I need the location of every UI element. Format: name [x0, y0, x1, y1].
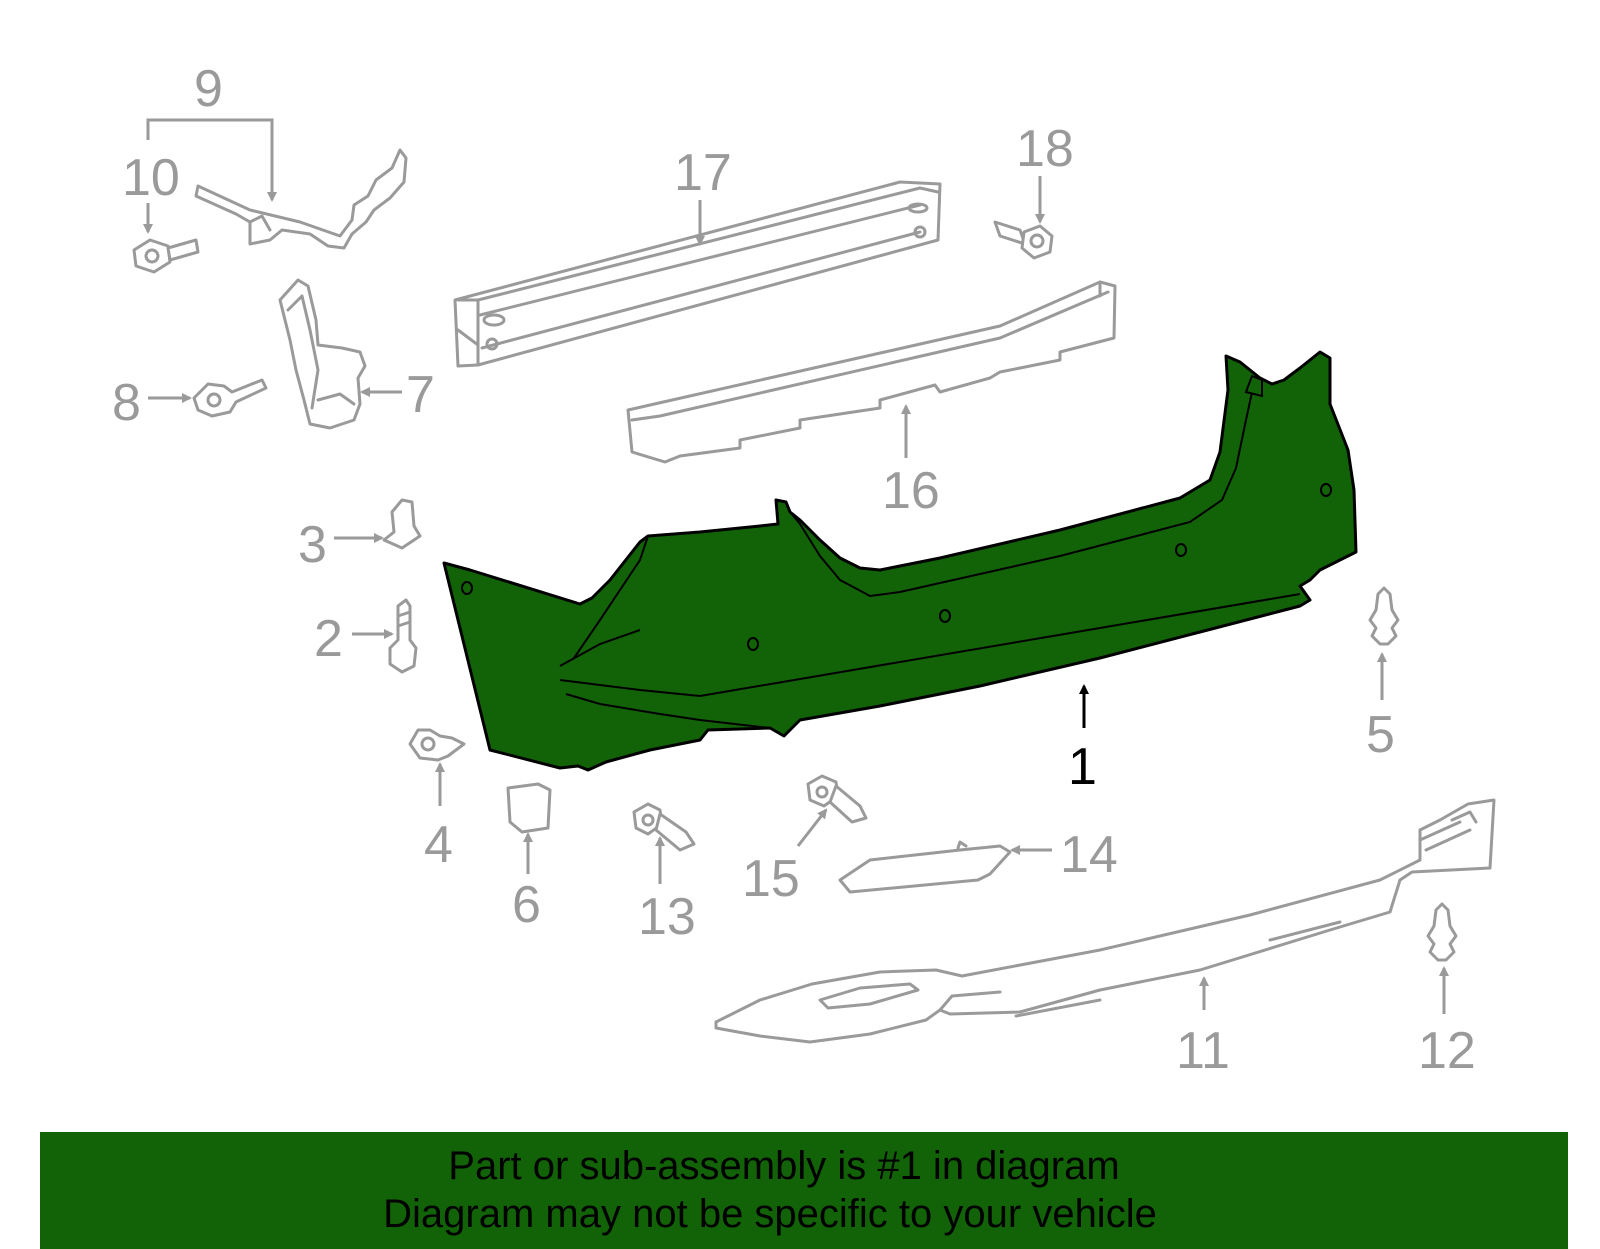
- reinforcement-beam-part: [453, 180, 942, 368]
- callout-17: 17: [674, 144, 732, 202]
- bracket-9-part: [194, 148, 408, 250]
- callout-16: 16: [882, 462, 940, 520]
- banner-line-disclaimer: Diagram may not be specific to your vehi…: [383, 1192, 1157, 1236]
- callout-7: 7: [406, 366, 435, 424]
- energy-absorber-part: [626, 280, 1117, 464]
- banner-line-part-number: Part or sub-assembly is #1 in diagram: [448, 1144, 1120, 1188]
- callout-11: 11: [1176, 1022, 1230, 1080]
- callout-14: 14: [1060, 826, 1118, 884]
- push-clip-8-part: [192, 378, 268, 418]
- leader-lines: [143, 118, 1449, 1014]
- callout-5: 5: [1366, 706, 1395, 764]
- callout-15: 15: [742, 850, 800, 908]
- callout-4: 4: [424, 816, 453, 874]
- bolt-18-part: [993, 220, 1054, 260]
- reflector-14-part: [838, 840, 1012, 894]
- info-banner: Part or sub-assembly is #1 in diagram Di…: [40, 1132, 1568, 1249]
- callout-6: 6: [512, 876, 541, 934]
- grommet-4-part: [408, 728, 466, 762]
- callout-2: 2: [314, 610, 343, 668]
- callout-labels: 9 10 17 18 8 7 16 3 2 4 6 13 15 14 5 11 …: [112, 60, 1476, 1080]
- bolt-10-part: [132, 238, 200, 274]
- retainer-3-part: [382, 498, 422, 550]
- pad-6-part: [506, 782, 552, 834]
- callout-10: 10: [122, 149, 180, 207]
- bolt-13-part: [632, 802, 696, 852]
- callout-9: 9: [194, 60, 223, 118]
- callout-13: 13: [638, 888, 696, 946]
- lower-valance-11-part: [714, 798, 1496, 1044]
- callout-18: 18: [1016, 120, 1074, 178]
- callout-8: 8: [112, 374, 141, 432]
- side-bracket-7-part: [278, 278, 367, 430]
- callout-3: 3: [298, 516, 327, 574]
- bolt-2-part: [388, 598, 418, 674]
- bumper-cover-part: [442, 350, 1358, 772]
- bolt-15-part: [806, 774, 868, 824]
- clip-5-part: [1368, 586, 1400, 646]
- callout-1: 1: [1068, 738, 1097, 796]
- callout-12: 12: [1418, 1022, 1476, 1080]
- clip-12-part: [1426, 902, 1458, 962]
